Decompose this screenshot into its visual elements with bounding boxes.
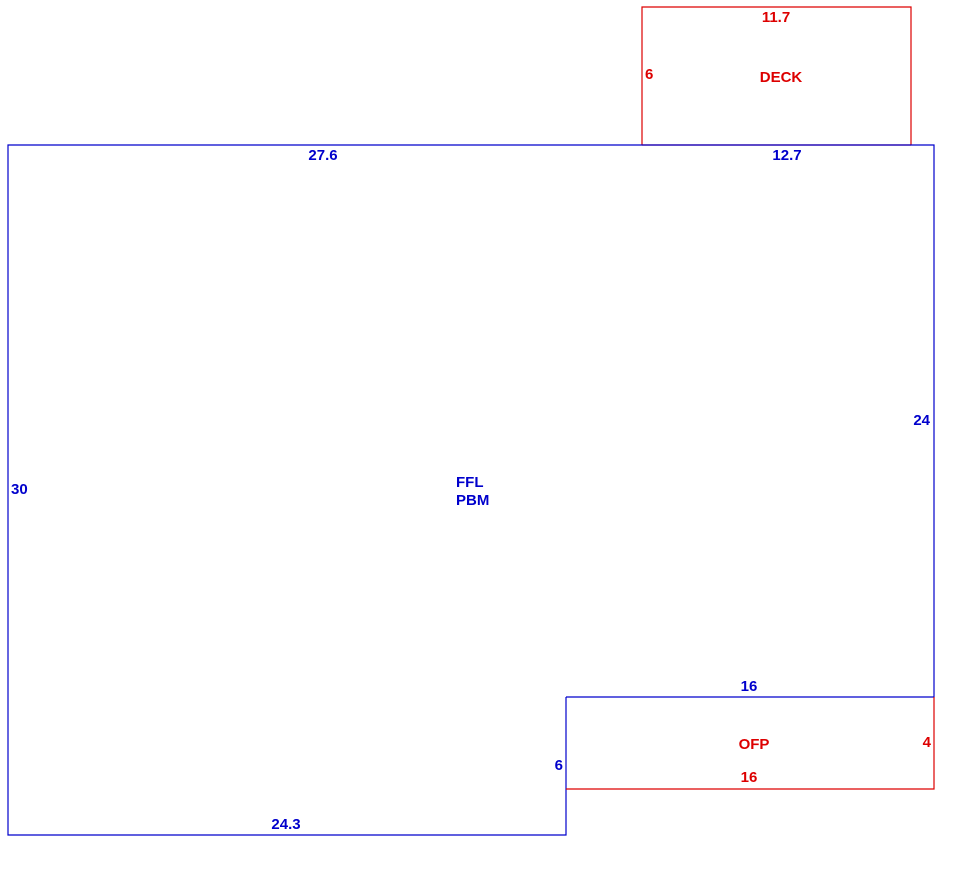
ofp-outline	[566, 697, 935, 790]
main-dim-bottom: 24.3	[271, 816, 300, 833]
deck-outline	[641, 6, 912, 145]
main-dim-step-vertical: 6	[555, 757, 563, 774]
main-dim-right: 24	[913, 412, 930, 429]
ofp-dim-bottom: 16	[741, 769, 758, 786]
main-label-ffl: FFL	[456, 474, 484, 491]
main-dim-top-left: 27.6	[308, 147, 337, 164]
deck-dim-top: 11.7	[762, 9, 790, 26]
main-label-pbm: PBM	[456, 492, 489, 509]
deck-dim-left: 6	[645, 66, 653, 83]
main-area: 27.6 12.7 30 24 24.3 6 16 FFL PBM	[7, 144, 935, 836]
ofp-dim-right: 4	[923, 734, 932, 751]
main-dim-top-right: 12.7	[772, 147, 801, 164]
ofp-label: OFP	[739, 736, 770, 753]
main-dim-step-horizontal: 16	[741, 678, 758, 695]
main-dim-left: 30	[11, 481, 28, 498]
deck-label: DECK	[760, 69, 803, 86]
deck-area: 11.7 6 DECK	[641, 6, 912, 146]
ofp-area: 4 16 OFP	[566, 697, 935, 790]
